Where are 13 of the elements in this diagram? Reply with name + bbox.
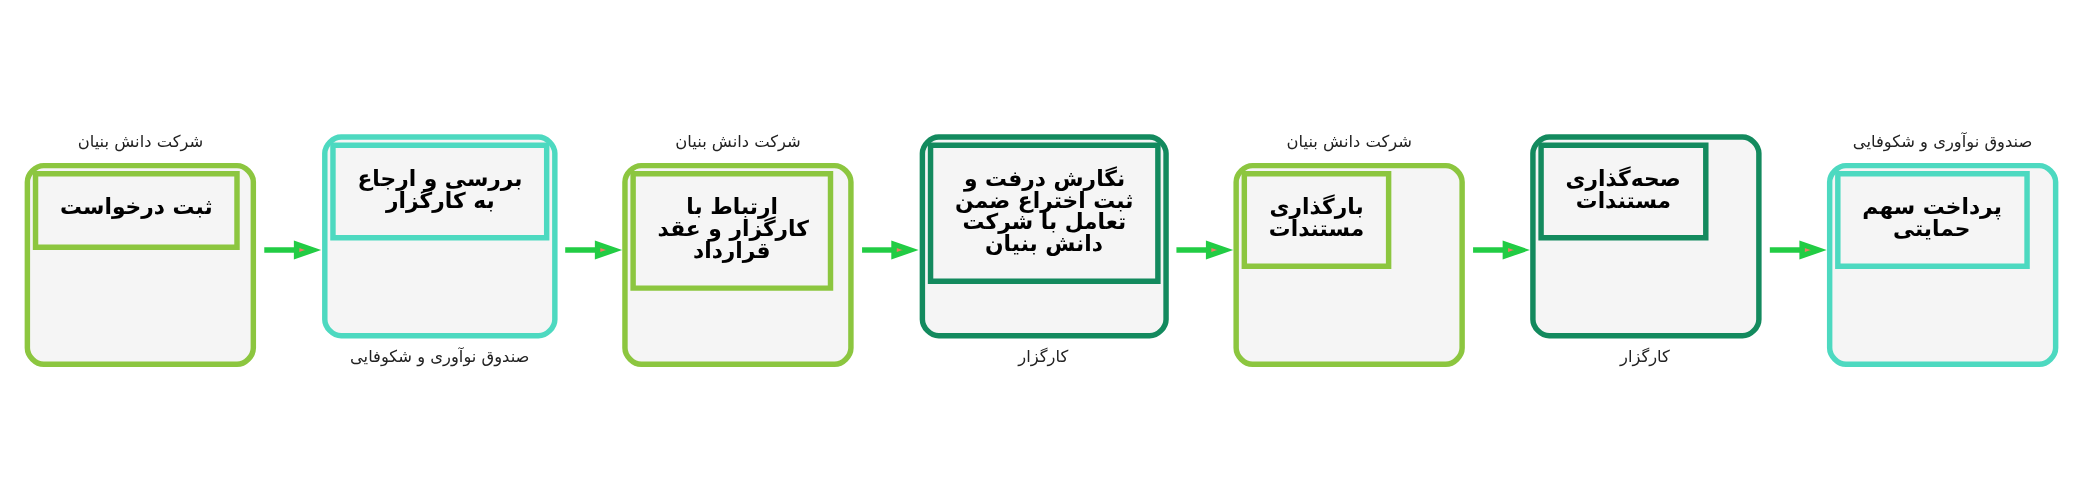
arrow [1473, 240, 1530, 260]
node-label: شرکت دانش بنیان [1286, 132, 1412, 152]
node-label: کارگزار [1620, 347, 1670, 367]
arrow [1769, 240, 1827, 260]
node-label: صندوق نوآوری و شکوفایی [1852, 132, 2033, 152]
arrow [862, 240, 919, 260]
arrow [264, 240, 322, 260]
arrow [565, 240, 623, 260]
node-label: صندوق نوآوری و شکوفایی [349, 347, 530, 367]
node-label: شرکت دانش بنیان [77, 132, 204, 152]
node-label: کارگزار [1018, 347, 1069, 367]
arrow [1176, 240, 1234, 260]
node-label: شرکت دانش بنیان [675, 132, 801, 152]
